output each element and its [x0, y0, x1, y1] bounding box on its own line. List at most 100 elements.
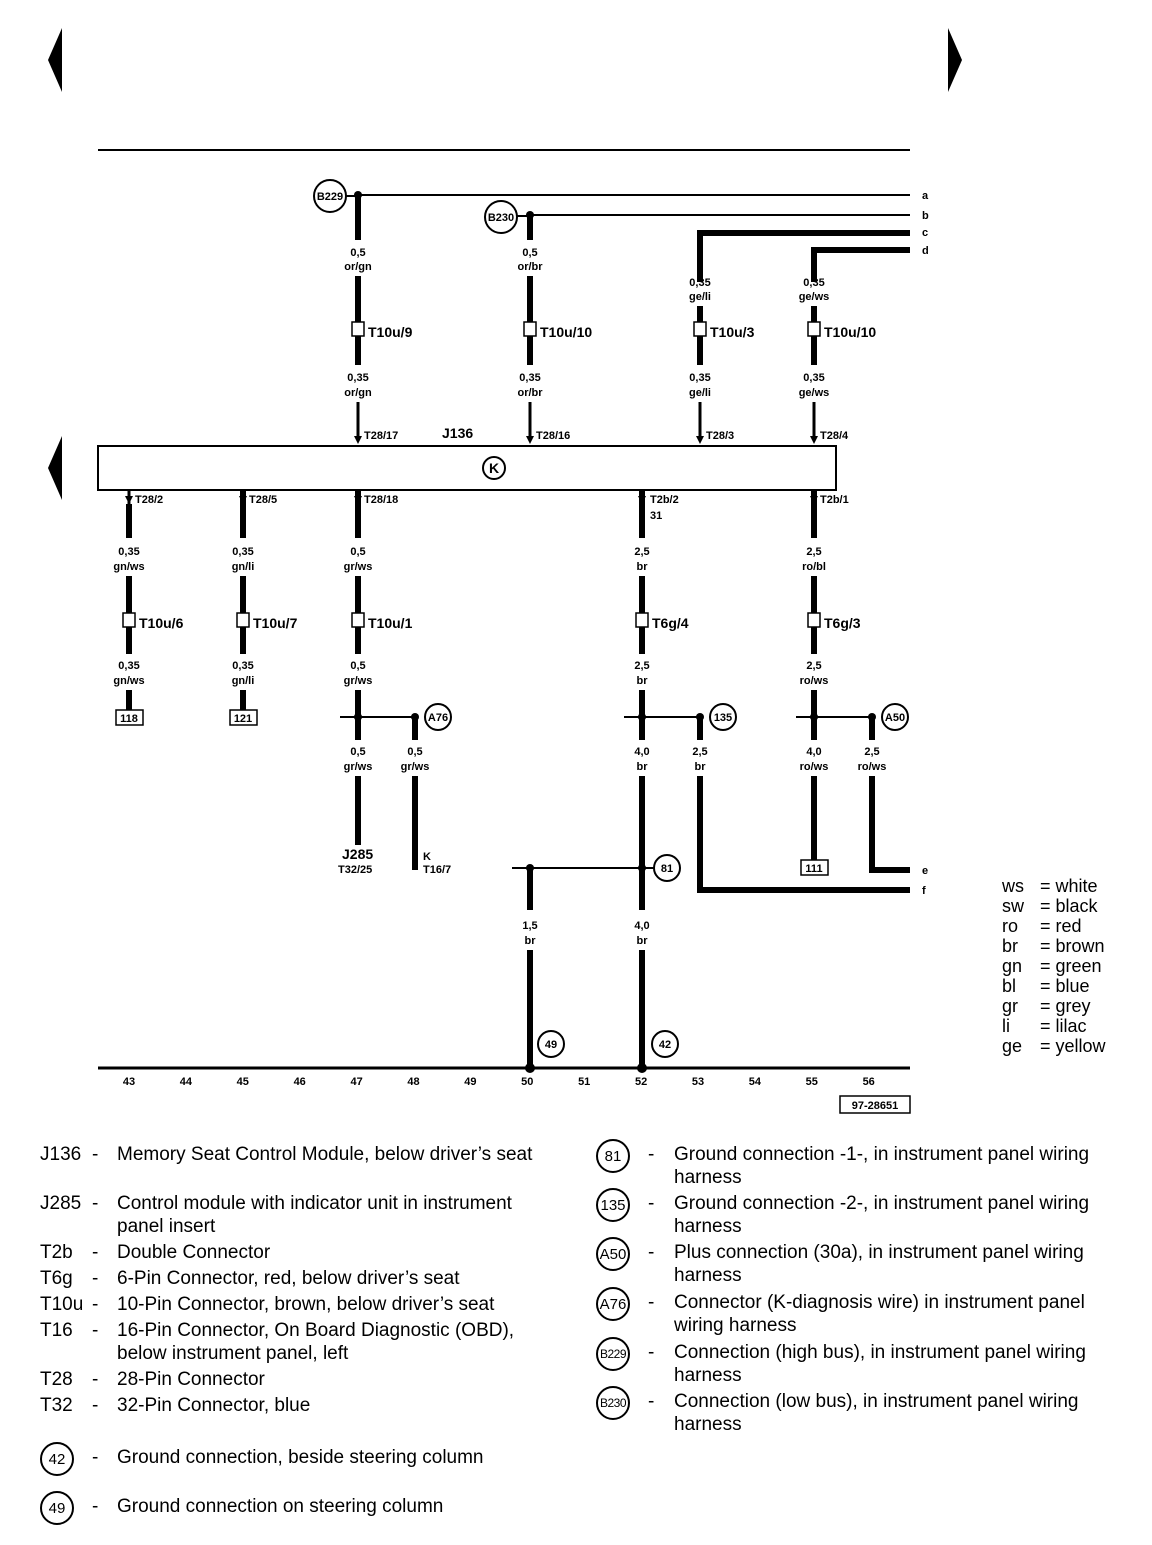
legend-circle-icon: A76	[596, 1287, 630, 1321]
prev-page-arrow-icon[interactable]	[48, 28, 62, 92]
ground-number: 51	[578, 1076, 590, 1088]
svg-text:0,35: 0,35	[118, 546, 139, 558]
legend-item: T16-16-Pin Connector, On Board Diagnosti…	[40, 1319, 560, 1369]
svg-text:A76: A76	[428, 712, 448, 724]
color-abbr: gr	[1002, 996, 1019, 1016]
svg-text:T6g/3: T6g/3	[824, 615, 861, 631]
legend-code: T10u	[40, 1294, 84, 1315]
svg-text:or/br: or/br	[517, 387, 543, 399]
svg-text:br: br	[637, 935, 649, 947]
svg-text:gr/ws: gr/ws	[344, 675, 373, 687]
svg-text:br: br	[637, 761, 649, 773]
svg-text:0,5: 0,5	[350, 746, 365, 758]
legend-circle-icon: 42	[40, 1442, 74, 1476]
ground-number: 44	[180, 1076, 193, 1088]
legend-item: 81-Ground connection -1-, in instrument …	[596, 1139, 1116, 1191]
legend-desc: 6-Pin Connector, red, below driver’s sea…	[117, 1268, 460, 1289]
svg-text:42: 42	[659, 1039, 671, 1051]
legend-desc: Connection (high bus), in instrument pan…	[674, 1342, 1086, 1386]
ground-42-icon	[651, 1030, 679, 1058]
color-name: = green	[1040, 956, 1102, 976]
svg-text:gn/ws: gn/ws	[113, 561, 144, 573]
wire-t28-4: 0,35 ge/ws T10u/10 0,35 ge/ws T28/4	[799, 277, 876, 444]
bus-label-b: b	[922, 210, 929, 222]
legend-dash: -	[648, 1144, 655, 1165]
svg-text:T10u/3: T10u/3	[710, 324, 755, 340]
svg-text:4,0: 4,0	[806, 746, 821, 758]
wire-t28-18: T28/18 0,5 gr/ws T10u/1 0,5 gr/ws A76 0,…	[338, 490, 452, 876]
wire-t28-17: 0,5 or/gn T10u/9 0,35 or/gn T28/17	[344, 195, 413, 444]
ground-81-icon	[653, 854, 681, 882]
legend-desc: Control module with indicator unit in in…	[117, 1193, 512, 1237]
legend-dash: -	[92, 1294, 99, 1315]
legend-item: 42-Ground connection, beside steering co…	[40, 1442, 560, 1496]
svg-text:ro/ws: ro/ws	[858, 761, 887, 773]
svg-text:br: br	[695, 761, 707, 773]
ground-number: 49	[464, 1076, 476, 1088]
svg-text:T28/17: T28/17	[364, 430, 398, 442]
next-page-arrow-icon[interactable]	[948, 28, 962, 92]
svg-text:T10u/10: T10u/10	[824, 324, 876, 340]
wire-t28-16: 0,5 or/br T10u/10 0,35 or/br T28/16	[517, 215, 592, 444]
bus-line-c	[697, 230, 910, 282]
legend-dash: -	[648, 1193, 655, 1214]
legend-desc: Connector (K-diagnosis wire) in instrume…	[674, 1292, 1085, 1336]
svg-text:0,5: 0,5	[407, 746, 422, 758]
legend-item: J285-Control module with indicator unit …	[40, 1192, 560, 1242]
svg-text:gr/ws: gr/ws	[344, 561, 373, 573]
color-key-row: br= brown	[1002, 936, 1106, 956]
svg-text:4,0: 4,0	[634, 746, 649, 758]
svg-text:or/gn: or/gn	[344, 261, 372, 273]
color-abbr: bl	[1002, 976, 1017, 996]
svg-text:T16/7: T16/7	[423, 864, 451, 876]
color-name: = yellow	[1040, 1036, 1106, 1056]
svg-text:T2b/1: T2b/1	[820, 494, 849, 506]
legend-item: 49-Ground connection on steering column	[40, 1491, 560, 1545]
doc-number-box	[839, 1095, 911, 1114]
svg-text:2,5: 2,5	[634, 660, 649, 672]
bus-label-a: a	[922, 190, 929, 202]
svg-text:111: 111	[805, 863, 822, 875]
legend-dash: -	[648, 1342, 655, 1363]
svg-text:0,5: 0,5	[350, 247, 365, 259]
legend-desc: Ground connection on steering column	[117, 1496, 444, 1517]
ground-junction-81: 81 1,5 br 4,0 br 49 42	[512, 854, 681, 1073]
color-abbr: gn	[1002, 956, 1023, 976]
svg-text:T10u/7: T10u/7	[253, 615, 298, 631]
color-name: = grey	[1040, 996, 1091, 1016]
svg-text:2,5: 2,5	[864, 746, 879, 758]
legend-code: J285	[40, 1193, 82, 1214]
legend-item: T32-32-Pin Connector, blue	[40, 1394, 560, 1444]
svg-text:0,5: 0,5	[522, 247, 537, 259]
bus-line-d	[811, 247, 910, 282]
legend-circle-icon: 81	[596, 1139, 630, 1173]
legend-code: T16	[40, 1320, 73, 1341]
wire-t28-2: T28/2 0,35 gn/ws T10u/6 0,35 gn/ws 118	[113, 490, 184, 726]
svg-text:81: 81	[661, 863, 673, 875]
svg-text:2,5: 2,5	[806, 546, 821, 558]
color-key-row: ro= red	[1002, 916, 1106, 936]
svg-text:31: 31	[650, 510, 662, 522]
svg-text:T28/4: T28/4	[820, 430, 849, 442]
svg-text:0,35: 0,35	[232, 660, 253, 672]
ground-number: 43	[123, 1076, 135, 1088]
legend-desc: Connection (low bus), in instrument pane…	[674, 1391, 1079, 1435]
legend-item: T6g-6-Pin Connector, red, below driver’s…	[40, 1267, 560, 1317]
legend-dash: -	[92, 1369, 99, 1390]
ground-49-icon	[537, 1030, 565, 1058]
svg-text:gn/li: gn/li	[232, 675, 255, 687]
svg-text:135: 135	[714, 712, 732, 724]
svg-text:ge/ws: ge/ws	[799, 291, 830, 303]
svg-text:121: 121	[234, 713, 252, 725]
connection-b229-label: B229	[317, 191, 343, 203]
svg-text:0,5: 0,5	[350, 546, 365, 558]
legend-item: B230-Connection (low bus), in instrument…	[596, 1386, 1116, 1438]
bus-label-d: d	[922, 245, 929, 257]
svg-text:T10u/9: T10u/9	[368, 324, 413, 340]
legend-dash: -	[92, 1496, 99, 1517]
legend-code: T32	[40, 1395, 73, 1416]
svg-text:T10u/1: T10u/1	[368, 615, 413, 631]
legend-item: 135-Ground connection -2-, in instrument…	[596, 1188, 1116, 1240]
